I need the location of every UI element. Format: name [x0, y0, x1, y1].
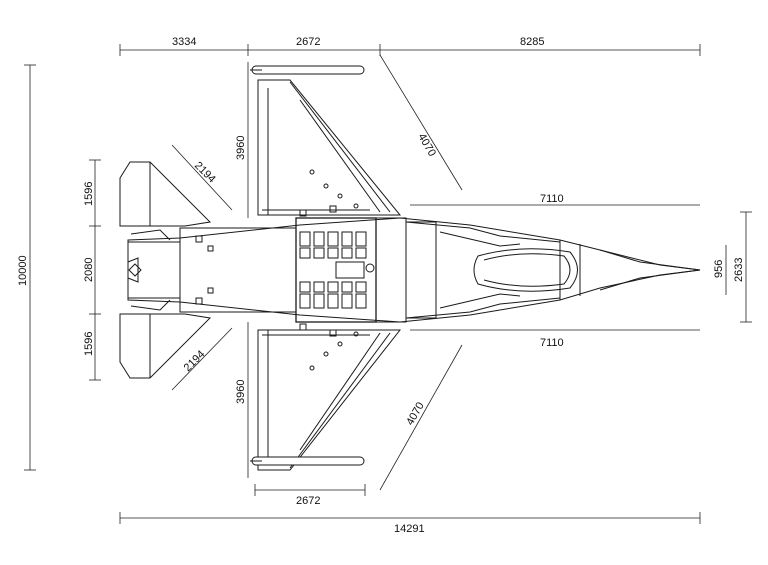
dim-tailplane-width-bottom: 1596 — [83, 332, 95, 356]
tailplane-bottom — [119, 313, 212, 379]
dim-overall-span: 10000 — [17, 255, 29, 286]
dim-strake-bottom: 7110 — [540, 337, 564, 349]
dim-tailplane-width-top: 1596 — [83, 182, 95, 206]
dim-nose-width: 956 — [713, 260, 725, 278]
tailplane-top — [119, 161, 212, 227]
dim-wing-half-span-bottom: 3960 — [235, 380, 247, 404]
wing-top — [257, 79, 402, 216]
dim-wing-leading-edge-top: 4070 — [415, 132, 438, 159]
dim-tailplane-edge-bottom: 2194 — [182, 348, 208, 374]
dim-tailplane-edge-top: 2194 — [192, 160, 218, 186]
dim-overall-length: 14291 — [394, 523, 425, 535]
canopy — [473, 248, 578, 292]
dim-wing-root-top: 2672 — [296, 36, 320, 48]
dim-forward-fuselage-width: 2633 — [733, 258, 745, 282]
dim-nose-to-wing: 8285 — [520, 36, 544, 48]
wingtip-missile-bottom — [251, 456, 365, 466]
dim-strake-top: 7110 — [540, 193, 564, 205]
fuselage — [127, 217, 701, 323]
dim-wing-root-bottom: 2672 — [296, 495, 320, 507]
wing-bottom — [257, 329, 402, 471]
dim-wing-half-span-top: 3960 — [235, 136, 247, 160]
aircraft-outline — [119, 65, 701, 471]
dimension-lines — [24, 44, 752, 524]
dim-fuselage-width: 2080 — [83, 258, 95, 282]
wingtip-missile-top — [251, 65, 365, 75]
dim-tail-span-x: 3334 — [172, 36, 196, 48]
